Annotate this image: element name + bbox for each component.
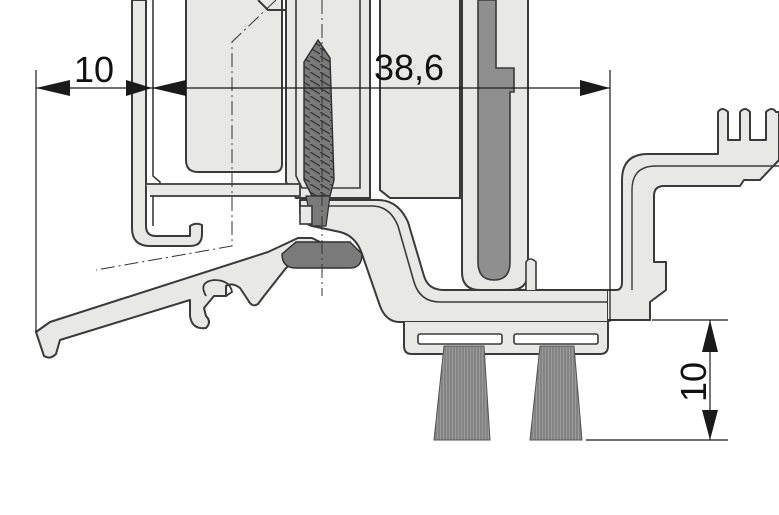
arrow-vertical-top xyxy=(702,320,718,352)
sash-chamber xyxy=(185,0,283,173)
outer-frame-inner-line xyxy=(631,165,779,290)
arrow-vertical-bottom xyxy=(702,410,718,440)
outer-frame-profile xyxy=(608,108,779,321)
arrow-left-start xyxy=(36,80,70,96)
right-vertical-profile xyxy=(379,0,461,199)
glass-gasket xyxy=(477,0,515,281)
drip-cap-profile xyxy=(35,237,321,359)
brush-seal-right xyxy=(529,345,583,441)
screw-clip xyxy=(299,205,313,225)
brush-seal-left xyxy=(433,345,491,441)
arrow-main-end xyxy=(580,80,610,96)
transom-web xyxy=(146,183,301,197)
screw xyxy=(281,38,363,269)
construction-line xyxy=(95,0,277,271)
dim-label-main-width: 38,6 xyxy=(374,47,444,88)
arrow-main-start xyxy=(152,80,186,96)
brush-slot-right xyxy=(513,333,599,345)
arrow-left-end xyxy=(126,80,152,96)
dim-label-brush-height: 10 xyxy=(673,362,714,402)
brush-slot-left xyxy=(417,333,503,345)
screw-head xyxy=(281,241,363,269)
screw-thread xyxy=(303,38,335,197)
sill-profile-inner-line xyxy=(310,205,608,303)
dim-label-left-width: 10 xyxy=(74,49,114,90)
sill-profile-body xyxy=(299,199,609,323)
drip-cap-hook xyxy=(202,279,233,297)
sill-small-fin xyxy=(525,258,537,290)
sash-frame-profile xyxy=(131,0,203,247)
glazing-profile-inner xyxy=(295,0,361,189)
